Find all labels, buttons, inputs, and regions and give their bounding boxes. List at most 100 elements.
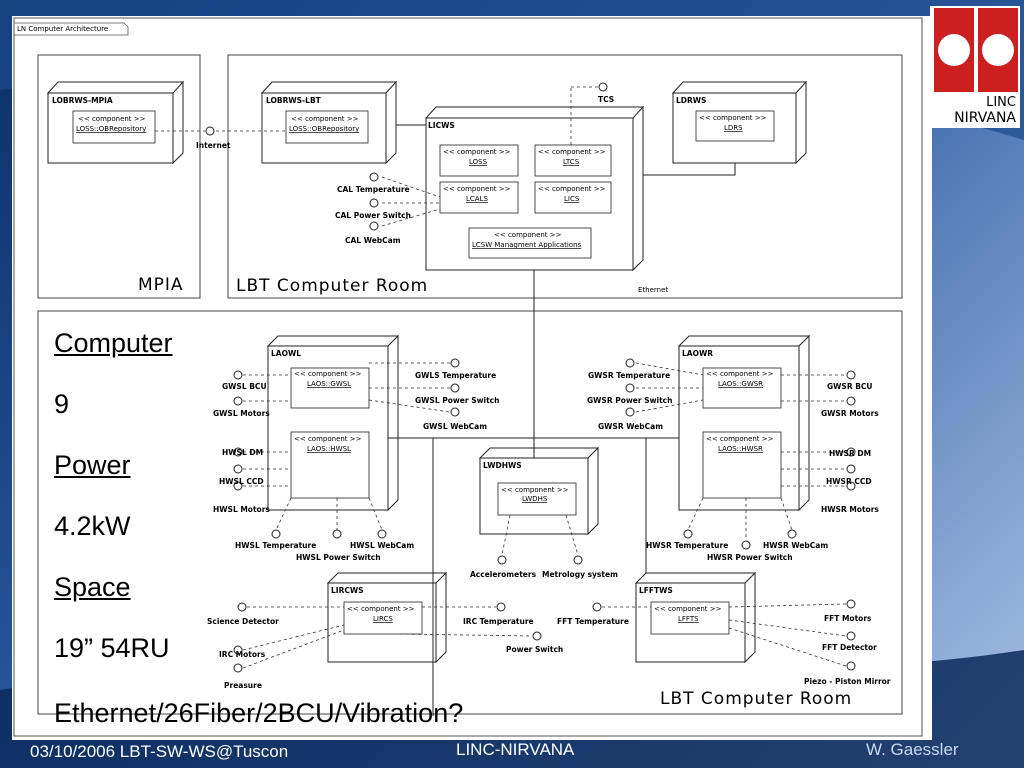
label-gwsl-motors: GWSL Motors (213, 409, 270, 418)
label-cal-webcam: CAL WebCam (345, 236, 401, 245)
stereotype-9: << component >> (294, 370, 362, 378)
label-gwls-temperature: GWLS Temperature (415, 371, 496, 380)
lbt-room-bottom-label: LBT Computer Room (660, 689, 852, 709)
lbt-room-top (227, 54, 903, 299)
spec-computer-value: 9 (54, 389, 70, 419)
node-laowr: LAOWR (682, 349, 713, 358)
stereotype-5: << component >> (443, 185, 511, 193)
label-preasure: Preasure (224, 681, 262, 690)
label-power-switch: Power Switch (506, 645, 563, 654)
footer-author: W. Gaessler (866, 740, 959, 759)
label-cal-power-switch: CAL Power Switch (335, 211, 411, 220)
stereotype-1: << component >> (78, 115, 146, 123)
label-fft-motors: FFT Motors (824, 614, 872, 623)
label-hwsl-ccd: HWSL CCD (219, 477, 264, 486)
label-accelerometers: Accelerometers (470, 570, 537, 579)
label-hwsr-dm: HWSR DM (829, 449, 871, 458)
stereotype-11: << component >> (706, 370, 774, 378)
label-irc-motors: IRC Motors (219, 650, 266, 659)
label-hwsr-ccd: HWSR CCD (826, 477, 872, 486)
node-lwdhws: LWDHWS (483, 461, 522, 470)
interface-circles (205, 82, 856, 673)
comp-lics: LICS (564, 195, 580, 203)
logo-line1: LINC (986, 95, 1016, 110)
label-hwsr-power-switch: HWSR Power Switch (707, 553, 793, 562)
label-gwsr-power-switch: GWSR Power Switch (587, 396, 672, 405)
label-gwsr-motors: GWSR Motors (821, 409, 879, 418)
label-hwsl-motors: HWSL Motors (213, 505, 270, 514)
lbt-room-bottom (37, 310, 903, 715)
comp-lcals: LCALS (466, 195, 488, 203)
label-gwsr-temperature: GWSR Temperature (588, 371, 670, 380)
label-hwsl-power-switch: HWSL Power Switch (296, 553, 381, 562)
footer-date: 03/10/2006 LBT-SW-WS@Tuscon (30, 742, 289, 761)
lbt-room-top-label: LBT Computer Room (236, 276, 428, 296)
comp-lcsw: LCSW Managment Applications (472, 241, 582, 249)
comp-ldrs: LDRS (724, 124, 743, 132)
stereotype-8: << component >> (699, 114, 767, 122)
label-irc-temperature: IRC Temperature (463, 617, 534, 626)
mpia-room-label: MPIA (138, 275, 184, 295)
label-internet: Internet (196, 141, 231, 150)
label-gwsl-power-switch: GWSL Power Switch (415, 396, 499, 405)
label-gwsl-bcu: GWSL BCU (222, 382, 267, 391)
label-gwsr-bcu: GWSR BCU (827, 382, 873, 391)
comp-lffts: LFFTS (678, 615, 699, 623)
label-gwsl-webcam: GWSL WebCam (423, 422, 487, 431)
stereotype-14: << component >> (347, 605, 415, 613)
comp-loss-obrep-mpia: LOSS::OBRepository (76, 125, 146, 133)
stereotype-12: << component >> (706, 435, 774, 443)
footer-title: LINC-NIRVANA (456, 740, 575, 759)
network-lines (388, 124, 736, 716)
spec-network: Ethernet/26Fiber/2BCU/Vibration? (54, 698, 464, 728)
stereotype-6: << component >> (538, 185, 606, 193)
label-gwsr-webcam: GWSR WebCam (598, 422, 663, 431)
label-hwsr-motors: HWSR Motors (821, 505, 879, 514)
spec-power-label: Power (54, 450, 131, 480)
label-hwsr-temperature: HWSR Temperature (646, 541, 728, 550)
ethernet-label: Ethernet (638, 286, 668, 294)
frame-title-tab (14, 22, 129, 36)
spec-power-value: 4.2kW (54, 511, 131, 541)
comp-loss: LOSS (469, 158, 488, 166)
stereotype-15: << component >> (654, 605, 722, 613)
frame-border (13, 17, 923, 737)
label-fft-temperature: FFT Temperature (557, 617, 629, 626)
spec-list: Computer 9 Power 4.2kW Space 19” 54RU (54, 326, 254, 692)
comp-laos-gwsr: LAOS::GWSR (718, 380, 763, 388)
mpia-room (37, 54, 201, 299)
label-piezo-mirror: Piezo - Piston Mirror (804, 677, 891, 686)
comp-laos-hwsl: LAOS::HWSL (307, 445, 351, 453)
label-hwsr-webcam: HWSR WebCam (763, 541, 828, 550)
stereotype-3: << component >> (443, 148, 511, 156)
spec-computer-label: Computer (54, 328, 173, 358)
dependency-lines (155, 86, 847, 669)
label-hwsl-webcam: HWSL WebCam (350, 541, 414, 550)
spec-space-value: 19” 54RU (54, 633, 170, 663)
node-laowl: LAOWL (271, 349, 301, 358)
comp-lwdhs: LWDHS (522, 495, 548, 503)
label-science-detector: Science Detector (207, 617, 279, 626)
node-lircws: LIRCWS (331, 586, 364, 595)
label-hwsl-dm: HWSL DM (222, 448, 263, 457)
comp-ltcs: LTCS (563, 158, 580, 166)
node-lobrws-lbt: LOBRWS-LBT (266, 96, 322, 105)
linc-nirvana-logo: LINC NIRVANA (930, 6, 1020, 128)
stereotype-2: << component >> (291, 115, 359, 123)
frame-title: LN Computer Architecture (17, 25, 108, 33)
label-cal-temperature: CAL Temperature (337, 185, 410, 194)
stereotype-7: << component >> (494, 231, 562, 239)
logo-line2: NIRVANA (954, 110, 1016, 126)
label-tcs: TCS (598, 95, 614, 104)
stereotype-4: << component >> (538, 148, 606, 156)
comp-loss-obrep-lbt: LOSS::OBRepository (289, 125, 359, 133)
stereotype-10: << component >> (294, 435, 362, 443)
label-fft-detector: FFT Detector (822, 643, 877, 652)
stereotype-13: << component >> (501, 486, 569, 494)
label-hwsl-temperature: HWSL Temperature (235, 541, 316, 550)
comp-laos-gwsl: LAOS::GWSL (307, 380, 351, 388)
logo-mark-icon: LINC NIRVANA (934, 8, 1018, 126)
comp-laos-hwsr: LAOS::HWSR (718, 445, 763, 453)
node-licws: LICWS (428, 121, 455, 130)
